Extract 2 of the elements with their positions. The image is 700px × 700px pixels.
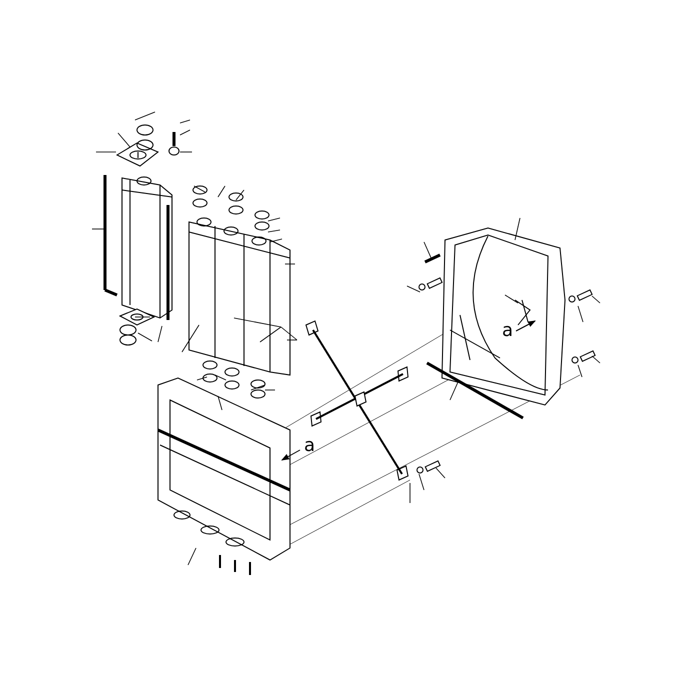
reference-letter: a: [304, 437, 316, 455]
reference-letter: a: [502, 322, 514, 340]
